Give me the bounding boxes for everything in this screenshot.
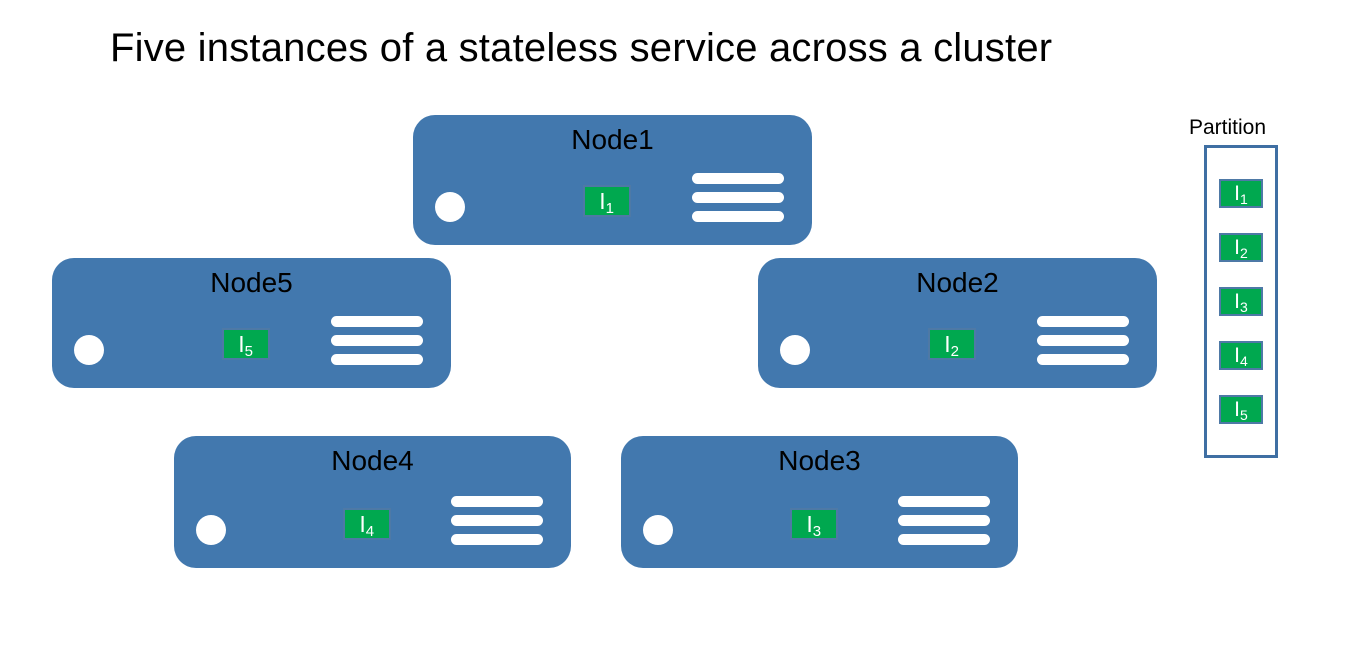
service-instance-badge[interactable]: I4 [342,508,391,540]
instance-index: 4 [1240,353,1248,369]
rack-line [898,534,990,545]
server-rack-lines-icon [692,173,784,222]
instance-letter: I [238,331,245,357]
partition-title: Partition [1189,116,1267,139]
service-instance-badge[interactable]: I2 [927,328,976,360]
instance-index: 3 [812,523,822,540]
instance-letter: I [1234,290,1241,313]
instance-letter: I [1234,236,1241,259]
rack-line [331,354,423,365]
service-instance-badge[interactable]: I1 [582,185,631,217]
rack-line [692,211,784,222]
service-instance-badge[interactable]: I5 [221,328,270,360]
partition-instance-badge[interactable]: I3 [1219,287,1263,316]
rack-line [1037,335,1129,346]
instance-letter: I [1234,398,1241,421]
instance-index: 3 [1240,299,1248,315]
node-label: Node3 [778,445,861,476]
partition-instance-badge[interactable]: I5 [1219,395,1263,424]
instance-index: 5 [1240,407,1248,423]
instance-index: 1 [605,200,614,217]
server-rack-lines-icon [1037,316,1129,365]
server-rack-lines-icon [331,316,423,365]
status-indicator-circle-icon [196,515,226,545]
rack-line [1037,354,1129,365]
instance-index: 5 [244,343,253,360]
status-indicator-circle-icon [74,335,104,365]
status-indicator-circle-icon [780,335,810,365]
node-card-node1[interactable]: Node1 I1 [413,115,812,245]
partition-container: I1 I2 I3 I4 I5 [1204,145,1278,458]
node-label: Node5 [210,267,293,298]
instance-index: 2 [950,343,959,360]
node-label: Node1 [571,124,654,155]
node-label: Node4 [331,445,414,476]
instance-letter: I [599,188,606,214]
instance-index: 1 [1240,191,1248,207]
rack-line [1037,316,1129,327]
status-indicator-circle-icon [435,192,465,222]
rack-line [692,173,784,184]
rack-line [451,496,543,507]
rack-line [331,335,423,346]
partition-instance-badge[interactable]: I1 [1219,179,1263,208]
instance-letter: I [359,511,366,537]
instance-letter: I [1234,182,1241,205]
rack-line [898,496,990,507]
instance-letter: I [806,511,813,537]
status-indicator-circle-icon [643,515,673,545]
node-card-node5[interactable]: Node5 I5 [52,258,451,388]
server-rack-lines-icon [898,496,990,545]
partition-instance-badge[interactable]: I4 [1219,341,1263,370]
node-card-node4[interactable]: Node4 I4 [174,436,571,568]
instance-index: 4 [365,523,375,540]
rack-line [692,192,784,203]
node-label: Node2 [916,267,999,298]
rack-line [451,534,543,545]
instance-index: 2 [1240,245,1248,261]
rack-line [331,316,423,327]
service-instance-badge[interactable]: I3 [789,508,838,540]
node-card-node3[interactable]: Node3 I3 [621,436,1018,568]
rack-line [898,515,990,526]
node-card-node2[interactable]: Node2 I2 [758,258,1157,388]
instance-letter: I [944,331,951,357]
page-title: Five instances of a stateless service ac… [110,26,1053,70]
server-rack-lines-icon [451,496,543,545]
rack-line [451,515,543,526]
partition-instance-badge[interactable]: I2 [1219,233,1263,262]
instance-letter: I [1234,344,1241,367]
